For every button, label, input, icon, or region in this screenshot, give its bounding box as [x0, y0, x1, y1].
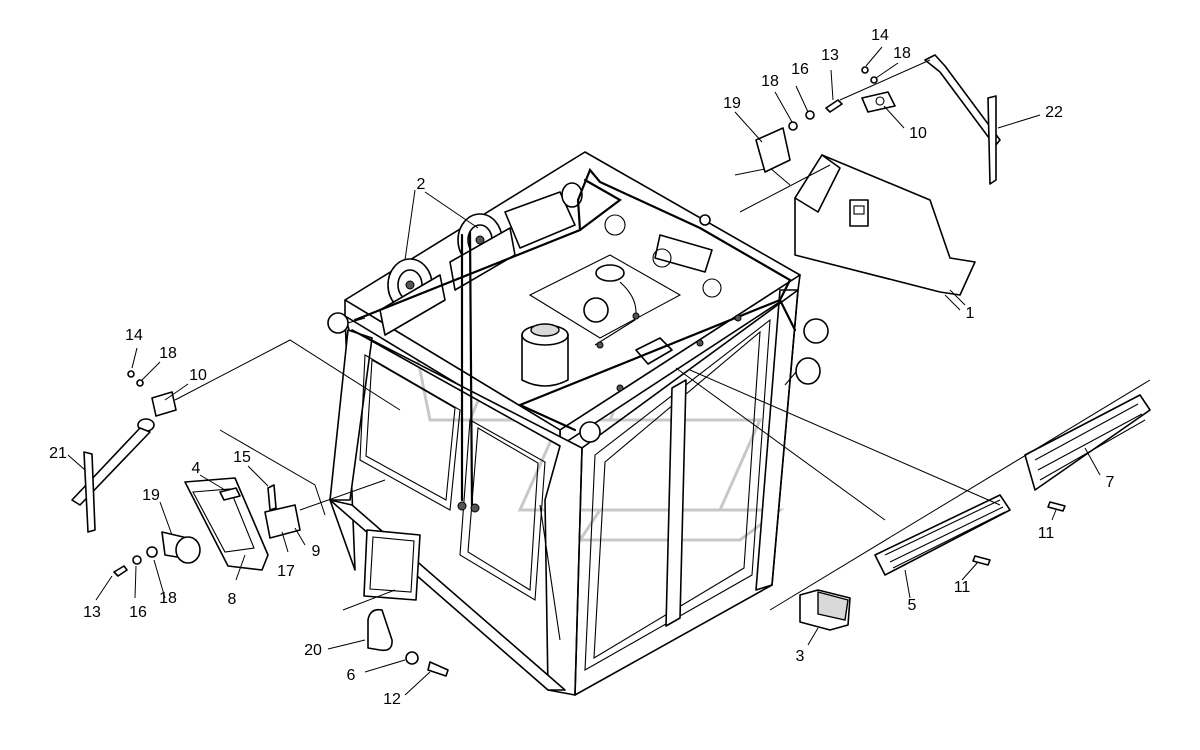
washer-18-left-lamp [146, 546, 158, 558]
callout-labels: 2 1 14 18 13 16 18 19 10 22 14 18 10 21 … [49, 27, 1114, 708]
wiper-blade-21 [83, 451, 96, 533]
callout-18-bottom: 18 [159, 590, 177, 607]
callout-14-top: 14 [871, 27, 889, 44]
callout-22: 22 [1045, 104, 1063, 121]
left-light-group [113, 429, 386, 577]
roof-socket [583, 297, 609, 323]
lamp-19-lens [175, 536, 201, 564]
callout-16-top: 16 [791, 61, 809, 78]
screw-11-upper [1047, 501, 1066, 512]
callout-7: 7 [1106, 474, 1115, 491]
roof-round-cover [595, 264, 625, 282]
callout-8: 8 [228, 591, 237, 608]
rear-wiper-group [755, 54, 1001, 185]
callout-11-lower: 11 [954, 579, 971, 596]
callout-13-top: 13 [821, 47, 839, 64]
callout-16-left: 16 [129, 604, 147, 621]
callout-2: 2 [417, 176, 426, 193]
cab-frame [329, 151, 801, 696]
rear-mirror-19 [755, 127, 791, 173]
callout-13-left: 13 [83, 604, 101, 621]
part-rear-panel [734, 154, 976, 306]
callout-12: 12 [383, 691, 401, 708]
right-side-parts [675, 367, 1151, 631]
callout-15: 15 [233, 449, 251, 466]
cap-20 [367, 608, 393, 652]
callout-19-left: 19 [142, 487, 160, 504]
mount-point-c [702, 278, 722, 298]
callout-5: 5 [908, 597, 917, 614]
work-lamp-front-right [579, 421, 601, 443]
screw-15 [267, 484, 277, 511]
callout-1: 1 [966, 305, 975, 322]
callout-10-top: 10 [909, 125, 927, 142]
callout-19-top: 19 [723, 95, 741, 112]
wiper-arm-21 [71, 427, 151, 506]
callout-6: 6 [347, 667, 356, 684]
screw-14-top [861, 66, 869, 74]
callout-17: 17 [277, 563, 295, 580]
nut-6 [405, 651, 419, 665]
bracket-10-top [861, 91, 896, 113]
mount-point-a [604, 214, 626, 236]
washer-18-topright [870, 76, 878, 84]
callout-18-left: 18 [159, 345, 177, 362]
bolt-12 [427, 661, 449, 677]
wiper-blade-22 [987, 95, 997, 185]
callout-14-left: 14 [125, 327, 143, 344]
lamp-housing-8 [184, 477, 269, 571]
callout-10-left: 10 [189, 367, 207, 384]
callout-leaders [67, 46, 1101, 696]
callout-3: 3 [796, 648, 805, 665]
work-lamp-rear-right-1 [803, 318, 829, 344]
bracket-10-left [151, 391, 177, 417]
callout-4: 4 [192, 460, 201, 477]
bottom-left-parts [342, 589, 449, 677]
nut-16-left [132, 555, 142, 565]
wiper-arm-22 [924, 54, 1001, 147]
bracket-9 [264, 504, 301, 539]
screw-4 [219, 487, 241, 501]
callout-18-mid: 18 [761, 73, 779, 90]
nut-16-top [805, 110, 815, 120]
bolt-13-top [825, 99, 843, 113]
washer-18-left [136, 379, 144, 387]
mount-point-b [652, 248, 672, 268]
callout-9: 9 [312, 543, 321, 560]
front-wiper-group [71, 339, 401, 533]
bolt-13-left [113, 565, 128, 577]
callout-21: 21 [49, 445, 67, 462]
washer-18-top [788, 121, 798, 131]
callout-18-top: 18 [893, 45, 911, 62]
work-lamp-rear-right-2 [784, 357, 821, 386]
roof-control-box [504, 191, 576, 249]
wiring-harness [353, 167, 797, 513]
callout-11-upper: 11 [1038, 525, 1055, 542]
callout-20: 20 [304, 642, 322, 659]
beacon-light [521, 323, 569, 387]
air-grille-5 [874, 494, 1011, 576]
screw-14-left [127, 370, 135, 378]
screw-11-lower [972, 555, 991, 566]
air-grille-7 [1024, 394, 1151, 491]
wire-clip-top [699, 214, 711, 226]
